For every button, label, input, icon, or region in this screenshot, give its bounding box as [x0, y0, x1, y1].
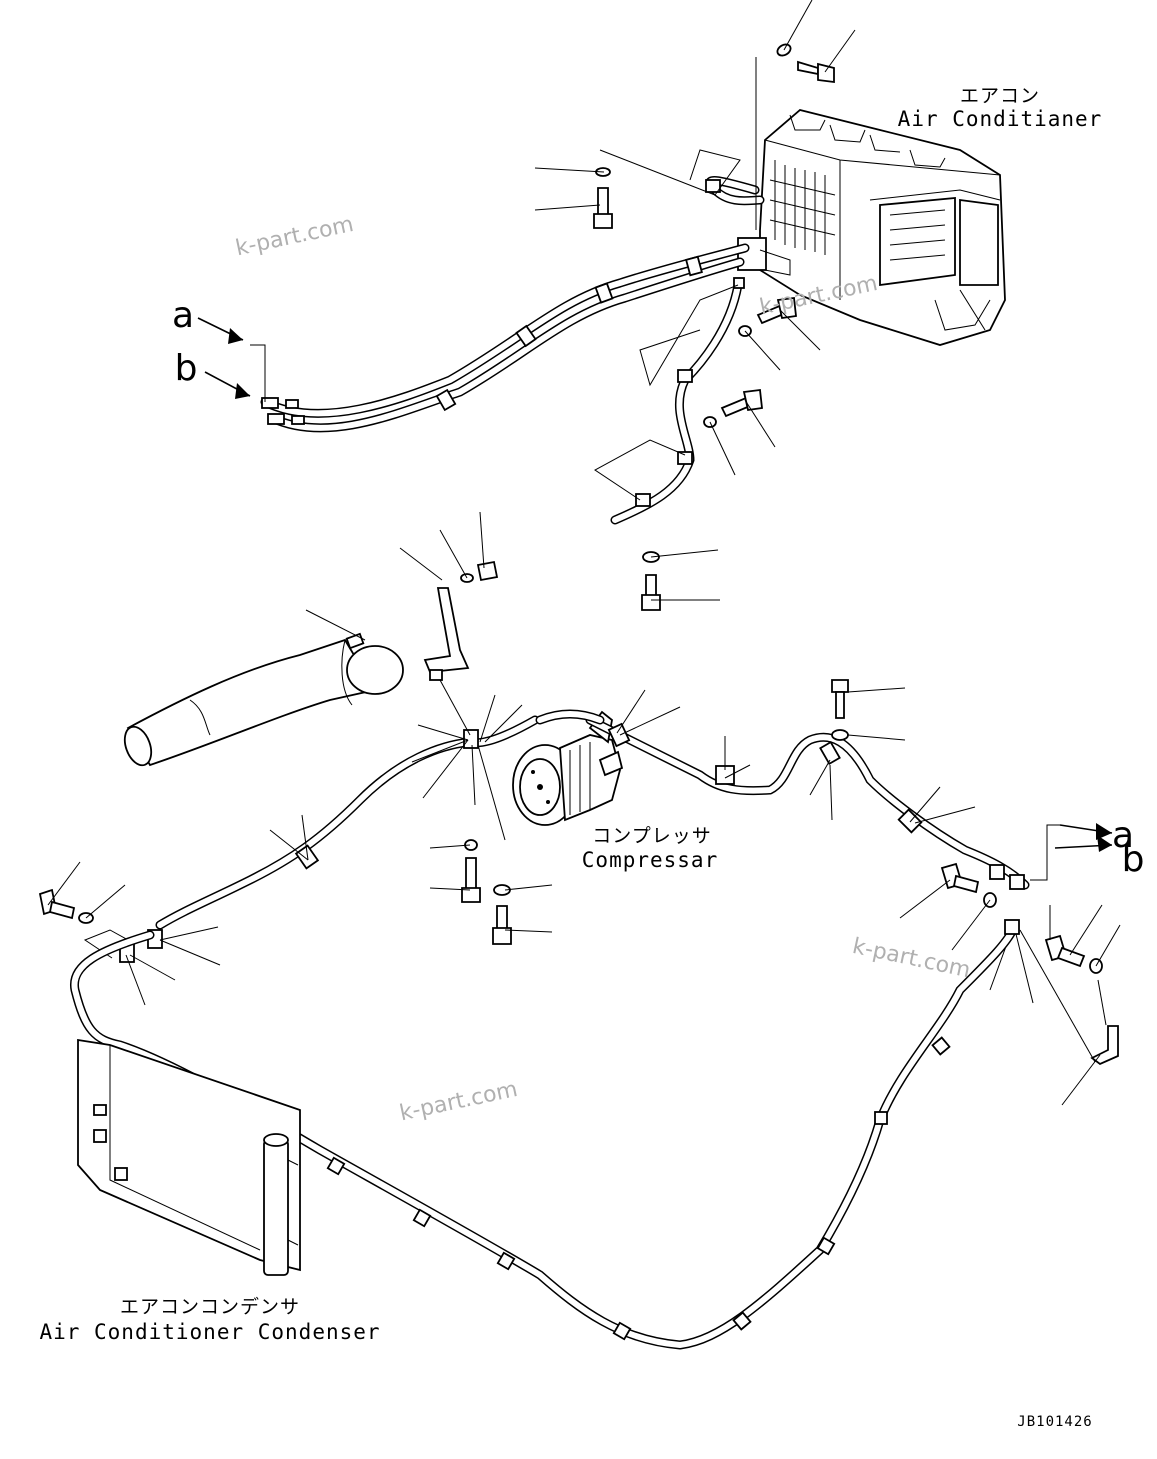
connection-a-left: a: [172, 295, 194, 336]
intake-pipe: [123, 632, 404, 767]
watermark: k-part.com: [397, 1077, 519, 1126]
upper-loop-hose: [705, 176, 765, 206]
ac-label-en: Air Conditianer: [898, 107, 1103, 131]
condenser-label-jp: エアコンコンデンサ: [120, 1296, 300, 1318]
leaders-middle: [47, 511, 1121, 1106]
watermark: k-part.com: [233, 212, 355, 261]
condenser-label-en: Air Conditioner Condenser: [39, 1320, 380, 1344]
upper-hoses: [260, 243, 750, 433]
drain-hose: [610, 277, 745, 525]
connection-b-right: b: [1122, 839, 1145, 880]
air-conditioner-unit: [737, 109, 1006, 346]
drawing-code: JB101426: [1017, 1414, 1092, 1430]
compressor-label-jp: コンプレッサ: [592, 825, 711, 847]
ac-mount-bolts: [593, 43, 835, 611]
compressor-label-en: Compressar: [582, 848, 718, 872]
middle-hoses: [119, 709, 1030, 963]
leaders-upper: [250, 0, 856, 601]
watermark: k-part.com: [850, 934, 972, 983]
connection-arrows-left: [197, 317, 251, 399]
compressor: [512, 710, 624, 826]
connection-a-right: a: [1112, 815, 1134, 856]
connection-b-left: b: [175, 348, 198, 389]
condenser: [77, 1038, 301, 1276]
ac-label-jp: エアコン: [960, 85, 1040, 107]
compressor-bolts: [38, 679, 1119, 1066]
compressor-bracket: [423, 560, 499, 681]
connection-arrows-right: [1054, 823, 1113, 852]
